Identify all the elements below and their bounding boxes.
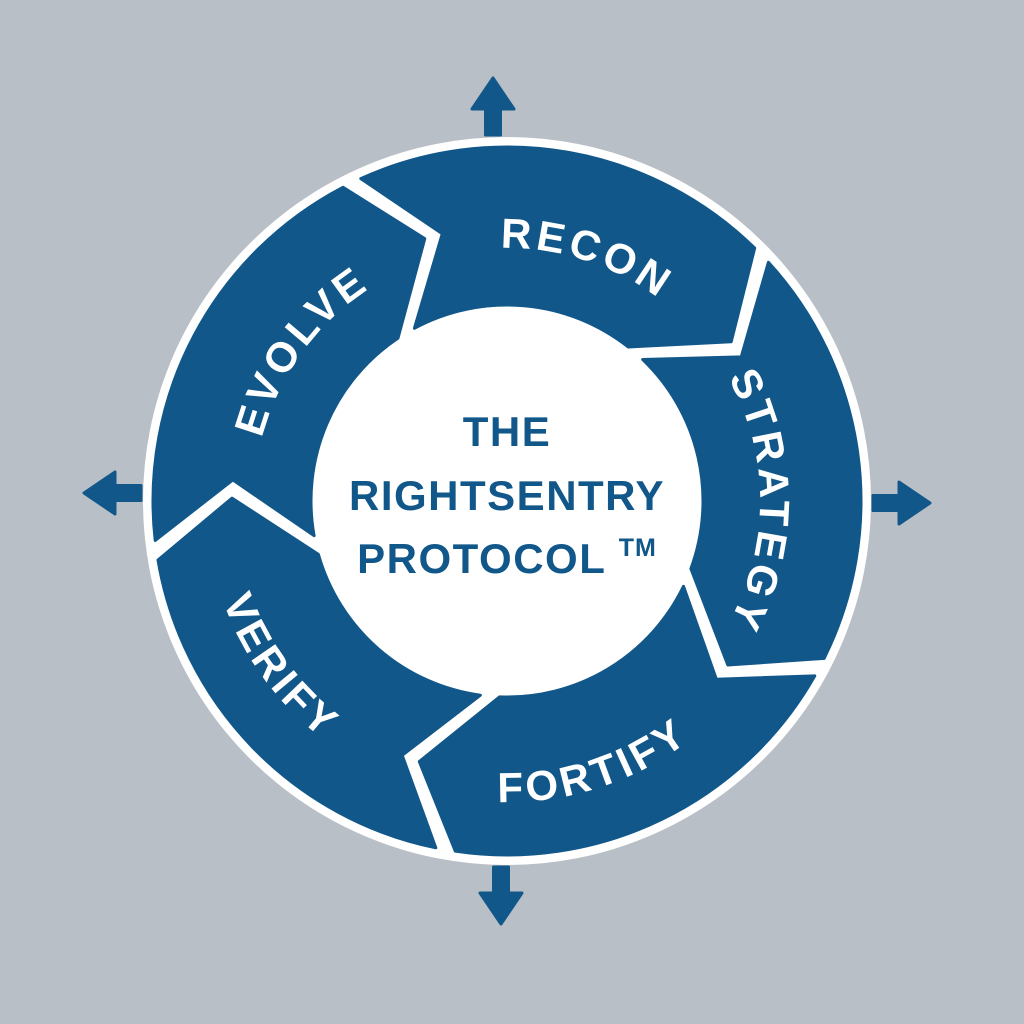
center-hub: THE RIGHTSENTRY PROTOCOL TM xyxy=(349,408,665,582)
center-title-line-3: PROTOCOL TM xyxy=(357,534,657,582)
segment-strategy xyxy=(641,260,863,667)
segment-recon xyxy=(359,145,757,349)
outward-arrows xyxy=(82,76,932,926)
arrow-right-icon xyxy=(871,480,932,526)
segment-evolve xyxy=(151,185,427,542)
segment-verify xyxy=(156,496,482,850)
arrow-left-icon xyxy=(82,470,143,516)
arrow-up-icon xyxy=(470,76,516,137)
center-title-line-1: THE xyxy=(463,408,552,455)
segment-fortify xyxy=(417,584,817,857)
center-title-line-2: RIGHTSENTRY xyxy=(349,472,665,519)
trademark-symbol: TM xyxy=(619,534,657,562)
center-title-protocol: PROTOCOL xyxy=(357,535,605,582)
wheel-segments xyxy=(151,145,863,857)
arrow-down-icon xyxy=(478,865,524,926)
